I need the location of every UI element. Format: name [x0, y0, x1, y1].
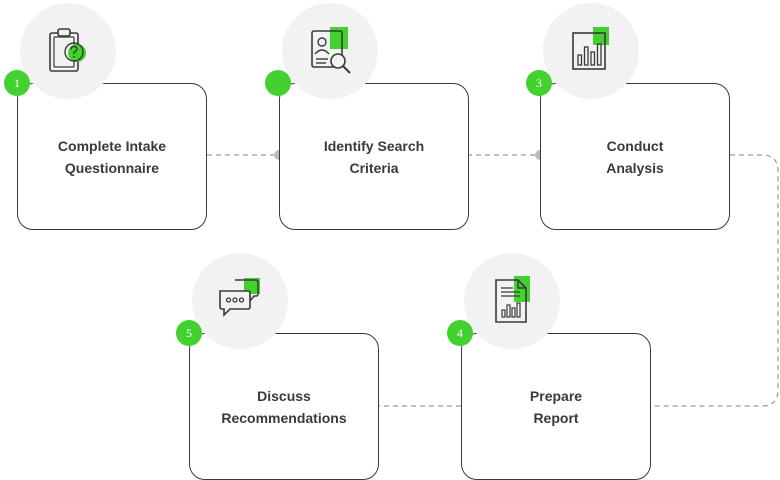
report-document-icon — [495, 276, 530, 323]
step-number-badge-5: 5 — [176, 320, 202, 346]
step-title-5: Discuss Recommendations — [221, 387, 347, 426]
step-card-2: Identify Search Criteria — [279, 83, 469, 230]
bar-chart-icon — [572, 27, 609, 70]
chat-bubbles-icon — [219, 278, 260, 317]
icon-circle-1 — [20, 3, 116, 99]
step-title-1: Complete Intake Questionnaire — [57, 137, 167, 176]
step-title-4: Prepare Report — [529, 387, 583, 426]
step-number-badge-2 — [265, 70, 291, 96]
step-number-badge-1: 1 — [4, 70, 30, 96]
icon-circle-4 — [464, 253, 560, 349]
step-title-2: Identify Search Criteria — [323, 137, 425, 176]
icon-circle-3 — [543, 3, 639, 99]
connector-3-4 — [651, 154, 779, 407]
step-card-3: Conduct Analysis — [540, 83, 730, 230]
step-number-badge-3: 3 — [526, 70, 552, 96]
step-card-4: Prepare Report — [461, 333, 651, 480]
icon-circle-5 — [192, 253, 288, 349]
step-number-badge-4: 4 — [447, 320, 473, 346]
clipboard-question-icon — [49, 28, 86, 72]
step-card-1: Complete Intake Questionnaire — [17, 83, 207, 230]
profile-search-icon — [311, 27, 351, 74]
step-title-3: Conduct Analysis — [606, 137, 664, 176]
step-card-5: Discuss Recommendations — [189, 333, 379, 480]
icon-circle-2 — [282, 3, 378, 99]
